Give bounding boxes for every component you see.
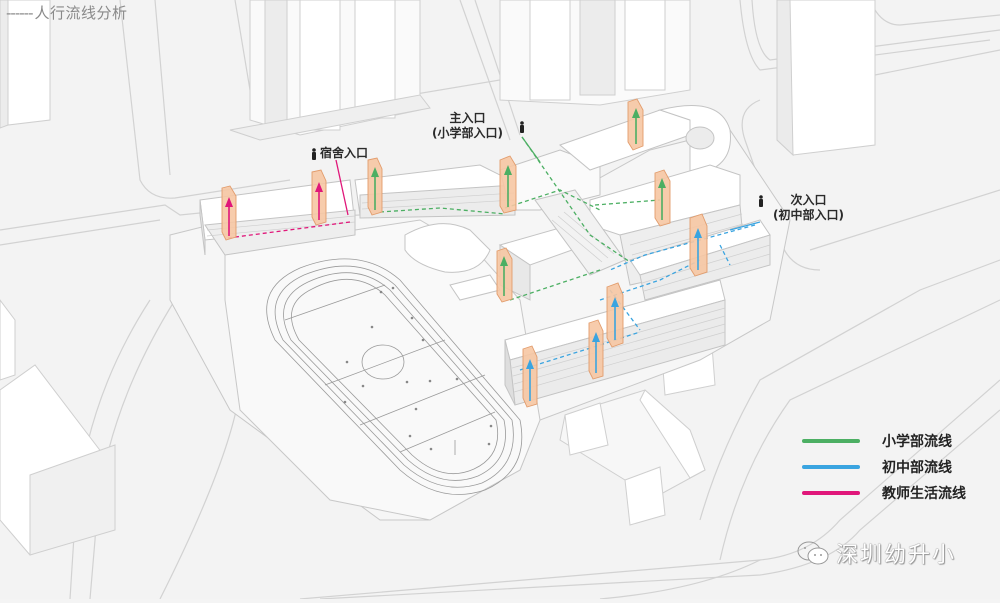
diagram-title: ------人行流线分析	[6, 2, 128, 23]
core-arrows	[228, 116, 699, 401]
legend-item-primary: 小学部流线	[802, 428, 966, 454]
wechat-icon	[797, 541, 829, 565]
legend-item-middle: 初中部流线	[802, 454, 966, 480]
legend-swatch-green	[802, 439, 860, 443]
legend-swatch-magenta	[802, 491, 860, 495]
legend-item-teacher: 教师生活流线	[802, 480, 966, 506]
person-icon	[312, 147, 316, 160]
running-track	[266, 258, 523, 495]
person-icon	[759, 195, 763, 207]
title-dash: ------	[6, 4, 34, 22]
watermark: 深圳幼升小	[796, 537, 956, 569]
person-icon	[520, 121, 524, 133]
floor-lines	[206, 192, 771, 393]
middle-school-flow-entry	[729, 221, 761, 231]
title-text: 人行流线分析	[34, 4, 128, 22]
entrance-label-secondary: 次入口 (初中部入口)	[773, 193, 844, 222]
teacher-flow	[227, 159, 351, 239]
surrounding-buildings	[0, 0, 876, 556]
core-arrowheads	[225, 108, 702, 369]
legend-swatch-blue	[802, 465, 860, 469]
primary-school-flow-entry	[521, 136, 541, 163]
field-dots	[343, 286, 493, 451]
entrance-label-dorm: 宿舍入口	[311, 146, 368, 161]
legend: 小学部流线 初中部流线 教师生活流线	[802, 428, 966, 506]
entrance-label-main: 主入口 (小学部入口)	[432, 111, 503, 140]
primary-school-flow	[379, 136, 661, 301]
